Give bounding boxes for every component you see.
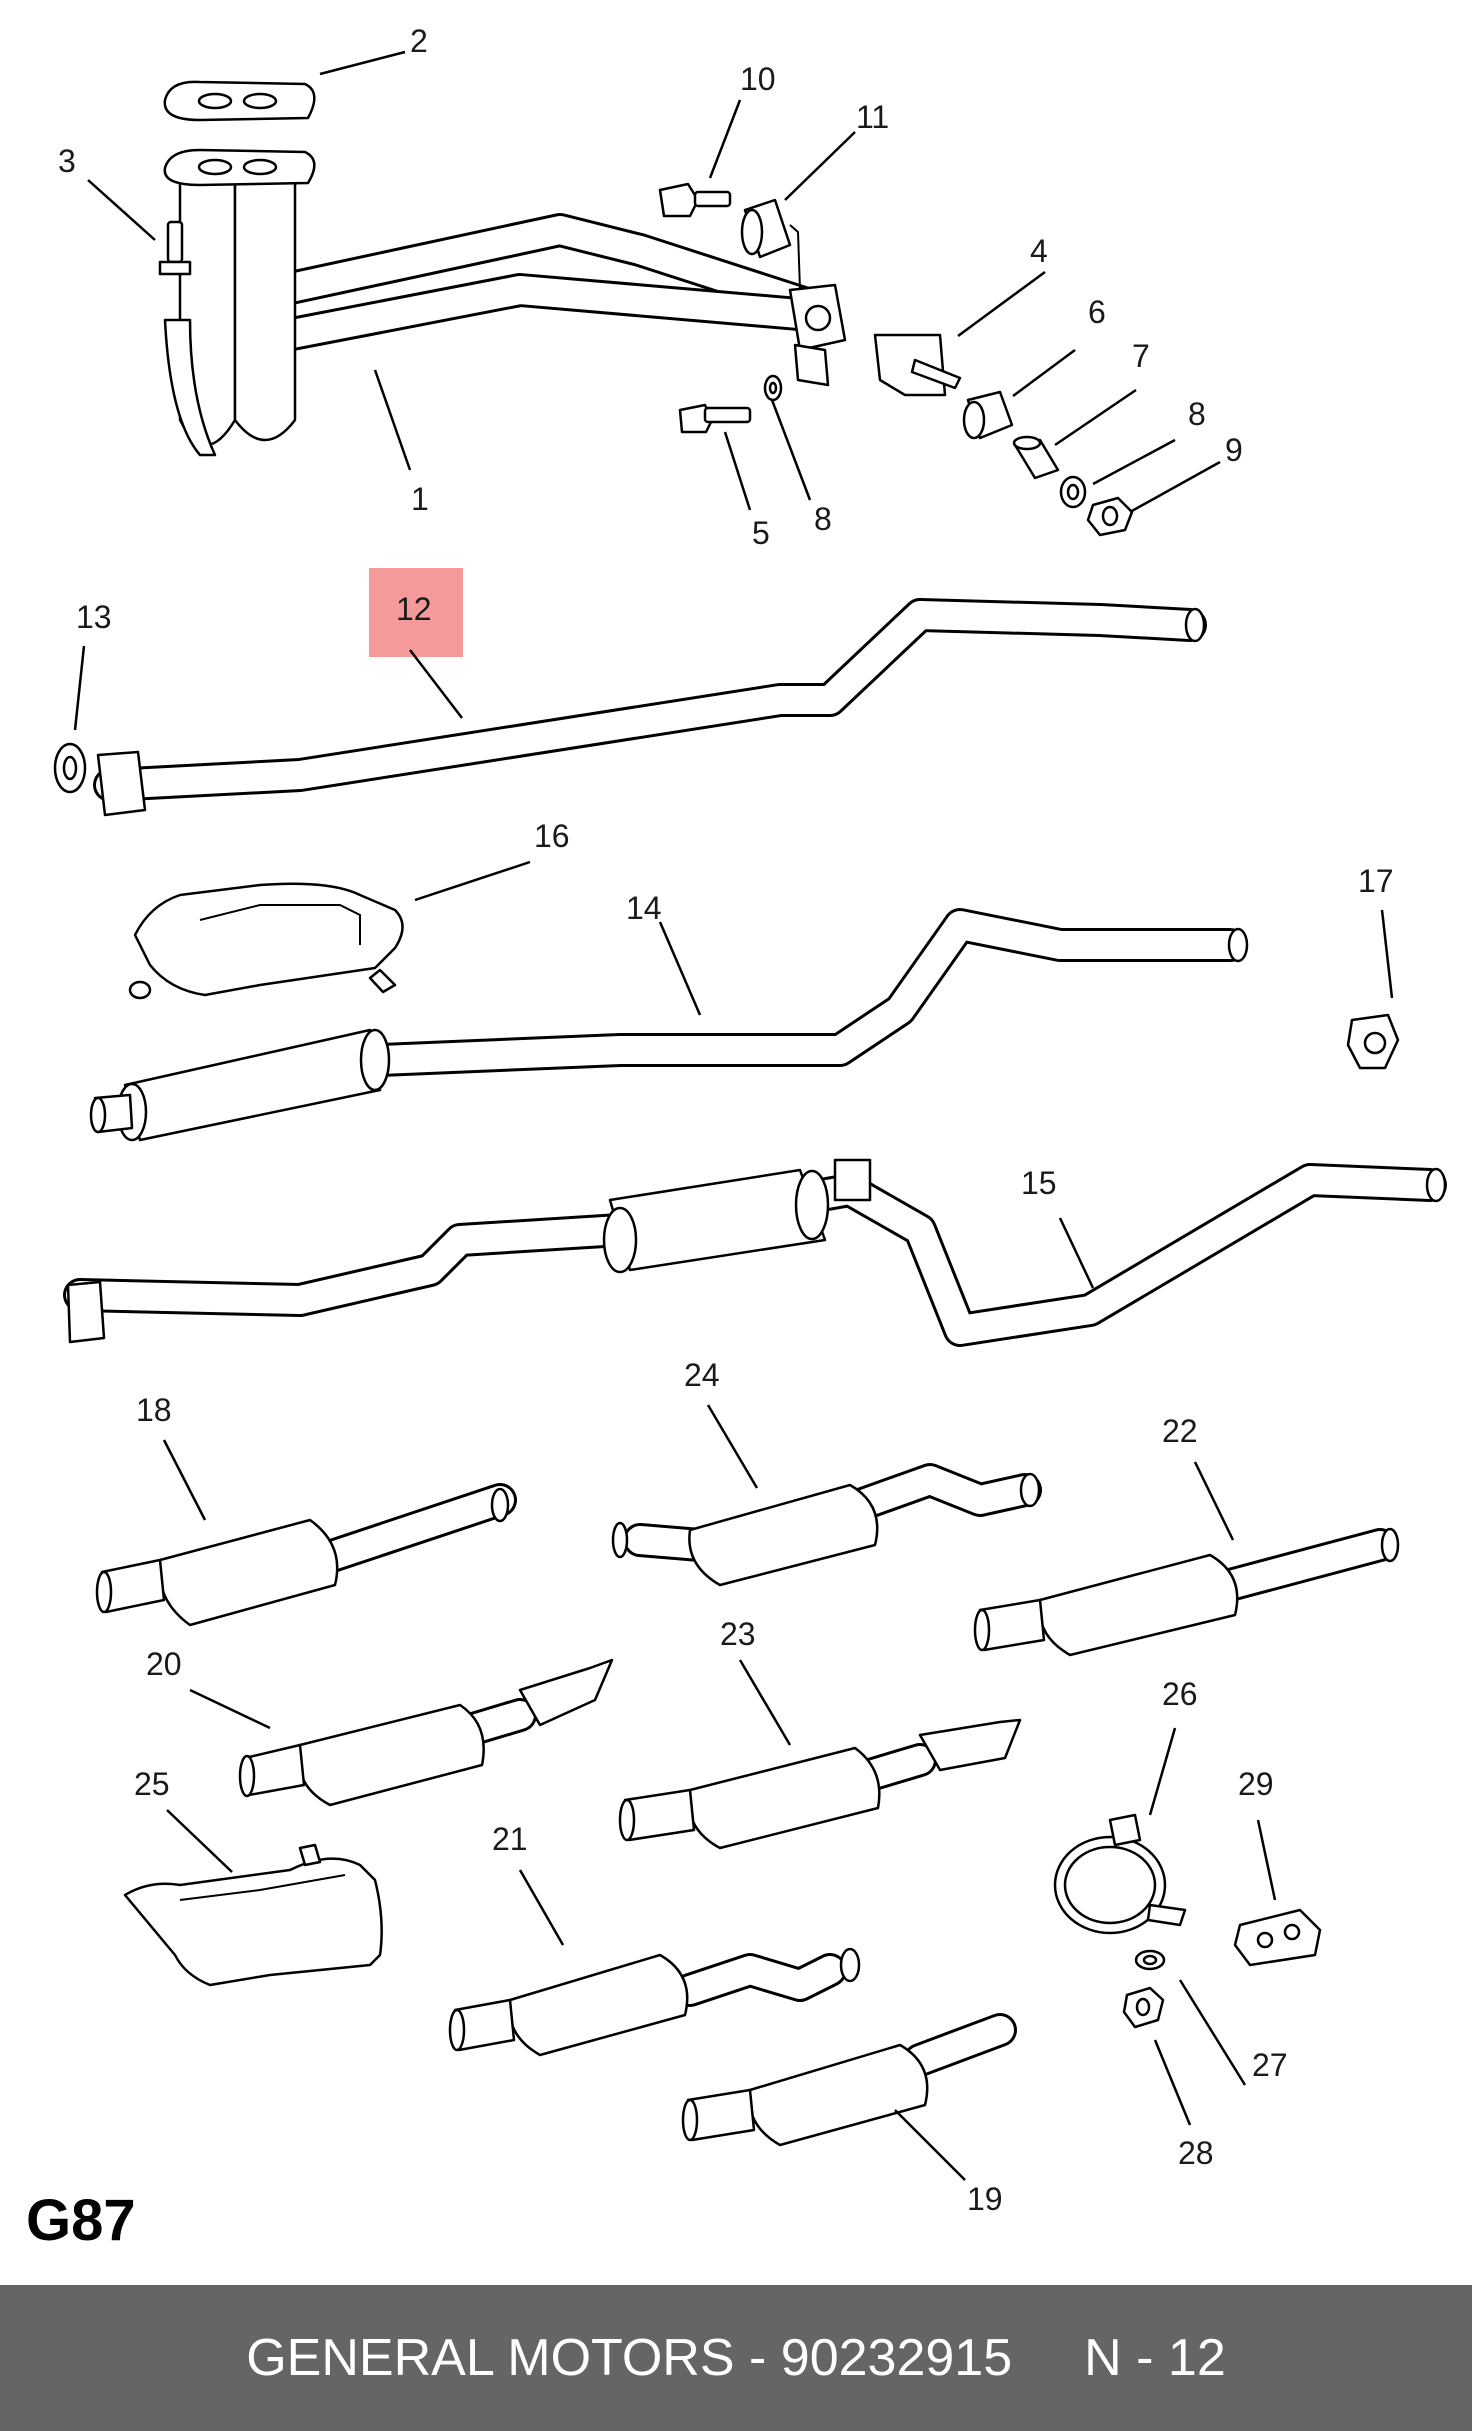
callout-26: 26 [1162,1676,1198,1712]
part-number: 90232915 [780,2329,1013,2387]
mounting-rubber-part-29 [1233,1908,1322,1967]
callout-17: 17 [1358,863,1394,899]
heat-shield-part-16 [128,882,404,1000]
callout-5: 5 [752,515,770,551]
callout-8-right: 8 [1188,396,1206,432]
clamp-part-26 [1053,1813,1187,1935]
rear-silencer-part-15 [63,1158,1447,1347]
callout-13: 13 [76,599,112,635]
callout-leader-lines [73,50,1394,2181]
silencer-part-19 [681,2013,1017,2147]
bushing-part-6 [962,390,1014,440]
callout-11: 11 [856,99,889,135]
gasket-part-13 [53,742,87,794]
diagram-code-label: G87 [26,2188,136,2253]
exhaust-system-exploded-diagram: 2 3 1 10 11 4 6 7 8 9 5 8 12 13 16 14 17… [53,23,1447,2217]
callout-23: 23 [720,1616,756,1652]
front-exhaust-pipe-part-1 [163,158,847,457]
callout-6: 6 [1088,294,1106,330]
callout-28: 28 [1178,2135,1214,2171]
callout-numbers: 2 3 1 10 11 4 6 7 8 9 5 8 12 13 16 14 17… [58,23,1394,2217]
callout-10: 10 [740,61,776,97]
nut-part-28 [1122,1986,1165,2029]
callout-22: 22 [1162,1413,1198,1449]
callout-14: 14 [626,890,662,926]
callout-21: 21 [492,1821,528,1857]
washer-part-27 [1134,1949,1166,1971]
callout-4: 4 [1030,233,1048,269]
callout-29: 29 [1238,1766,1274,1802]
callout-12: 12 [396,591,432,627]
nut-part-9 [1086,496,1134,537]
bushing-part-11 [740,198,801,291]
callout-2: 2 [410,23,428,59]
callout-19: 19 [967,2181,1003,2217]
manufacturer-name: GENERAL MOTORS [246,2329,735,2387]
callout-18: 18 [136,1392,172,1428]
part-info-footer: GENERAL MOTORS - 90232915 N - 12 [0,2285,1472,2431]
mounting-rubber-part-17 [1346,1013,1400,1070]
sleeve-part-7 [1012,435,1060,480]
callout-8: 8 [814,501,832,537]
diagram-reference: N - 12 [1084,2329,1226,2387]
heat-shield-part-25 [123,1843,383,1987]
silencer-part-24 [611,1463,1042,1587]
callout-16: 16 [534,818,570,854]
bracket-part-4 [873,333,962,397]
bolt-part-5 [678,403,752,434]
centre-silencer-part-14 [89,908,1249,1142]
callout-12-highlight [369,568,463,657]
silencer-part-18 [95,1483,517,1627]
callout-9: 9 [1225,432,1243,468]
silencer-part-23 [618,1718,1022,1850]
callout-25: 25 [134,1766,170,1802]
bolt-part-10 [658,182,732,218]
silencer-part-20 [238,1658,614,1807]
silencer-part-22 [973,1527,1400,1657]
callout-27: 27 [1252,2047,1288,2083]
washer-part-8 [763,374,1087,509]
callout-15: 15 [1021,1165,1057,1201]
gasket-part-2 [163,80,316,187]
callout-7: 7 [1132,338,1150,374]
footer-separator: - [749,2329,767,2387]
bolt-part-3 [158,220,192,276]
callout-3: 3 [58,143,76,179]
callout-1: 1 [411,481,429,517]
intermediate-pipe-part-12 [93,598,1207,817]
silencer-part-21 [448,1947,861,2057]
callout-24: 24 [684,1357,720,1393]
callout-20: 20 [146,1646,182,1682]
